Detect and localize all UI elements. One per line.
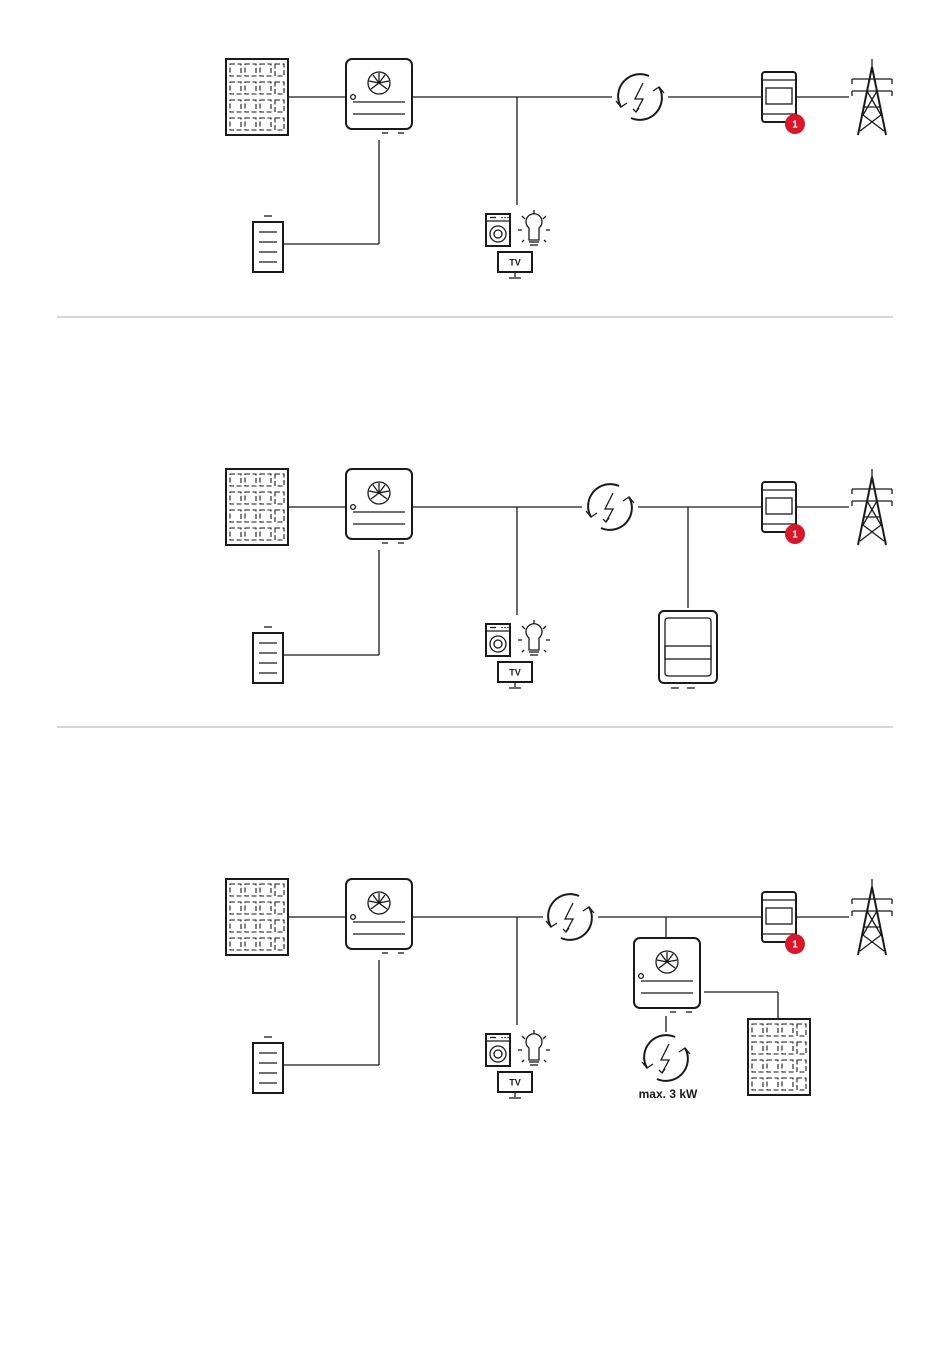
svg-text:max. 3 kW: max. 3 kW [639, 1087, 698, 1101]
smart-meter-device-icon [659, 611, 717, 688]
household-loads-icon [486, 620, 550, 656]
svg-text:TV: TV [509, 258, 521, 268]
household-loads-icon [486, 1030, 550, 1066]
tv-icon: TV [498, 252, 532, 278]
limited-feed-icon: max. 3 kW [639, 1035, 698, 1101]
battery-icon [253, 627, 283, 683]
diagram-2: TV 1 [226, 469, 892, 688]
grid-exchange-icon [616, 74, 664, 120]
solar-panel-icon [226, 879, 288, 955]
diagram-3: TV max. 3 kW 1 [226, 879, 892, 1101]
wiring-2 [284, 507, 849, 655]
battery-icon [253, 1037, 283, 1093]
energy-meter-icon [762, 482, 796, 532]
solar-panel-icon [748, 1019, 810, 1095]
svg-text:1: 1 [792, 940, 798, 951]
energy-meter-icon [762, 892, 796, 942]
power-pylon-icon [852, 59, 892, 135]
svg-text:TV: TV [509, 668, 521, 678]
inverter-icon [346, 59, 412, 133]
tv-icon: TV [498, 1072, 532, 1098]
tv-icon: TV [498, 662, 532, 688]
grid-exchange-icon [586, 484, 634, 530]
meter-badge: 1 [785, 934, 805, 954]
svg-text:TV: TV [509, 1078, 521, 1088]
solar-panel-icon [226, 469, 288, 545]
power-pylon-icon [852, 469, 892, 545]
battery-icon [253, 216, 283, 272]
svg-text:1: 1 [792, 530, 798, 541]
wiring-1 [284, 97, 849, 244]
solar-panel-icon [226, 59, 288, 135]
power-pylon-icon [852, 879, 892, 955]
meter-badge: 1 [785, 524, 805, 544]
diagram-1: TV 1 [226, 59, 892, 278]
household-loads-icon [486, 210, 550, 246]
energy-meter-icon [762, 72, 796, 122]
svg-text:1: 1 [792, 120, 798, 131]
grid-exchange-icon [546, 894, 594, 940]
meter-badge: 1 [785, 114, 805, 134]
inverter-icon [346, 879, 412, 953]
inverter-icon [634, 938, 700, 1012]
inverter-icon [346, 469, 412, 543]
